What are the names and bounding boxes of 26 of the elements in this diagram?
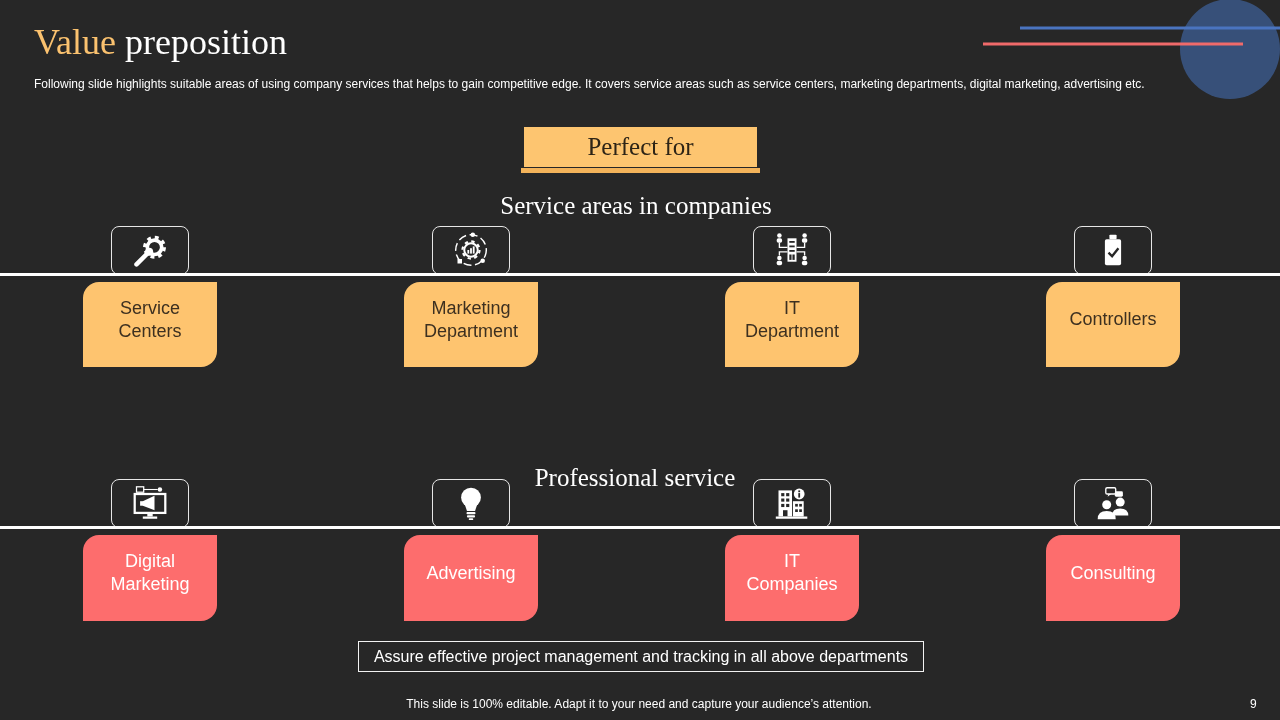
category-card — [1046, 282, 1180, 367]
category-card — [404, 535, 538, 621]
category-card — [725, 535, 859, 621]
slide-title: Value preposition — [34, 22, 287, 62]
banner-text: Perfect for — [587, 132, 694, 162]
card-label: Marketing Department — [422, 296, 519, 343]
subtitle-text: Following slide highlights suitable areas of using company services that helps to gain competitive edge. It covers service areas such as service centers, marketing departments, digital marketing, advertising etc. — [34, 77, 1145, 92]
heading-banner — [521, 127, 760, 173]
category-card — [725, 282, 859, 367]
category-card — [83, 535, 217, 621]
card-label: Digital Marketing — [109, 550, 191, 596]
category-card — [404, 282, 538, 367]
section-heading: Service areas in companies — [500, 191, 772, 221]
card-label: IT Department — [743, 296, 840, 343]
page-number: 9 — [1250, 697, 1257, 712]
footer-note: This slide is 100% editable. Adapt it to your need and capture your audience’s attention. — [406, 697, 872, 712]
card-label: IT Companies — [745, 550, 839, 596]
category-card — [1046, 535, 1180, 621]
card-label: Service Centers — [117, 296, 183, 343]
note-box — [358, 641, 924, 672]
category-card — [83, 282, 217, 367]
note-text: Assure effective project management and tracking in all above departments — [373, 646, 909, 667]
card-label: Consulting — [1070, 561, 1156, 585]
card-label: Advertising — [426, 561, 516, 585]
card-label: Controllers — [1069, 308, 1157, 331]
section-heading: Professional service — [534, 463, 736, 493]
